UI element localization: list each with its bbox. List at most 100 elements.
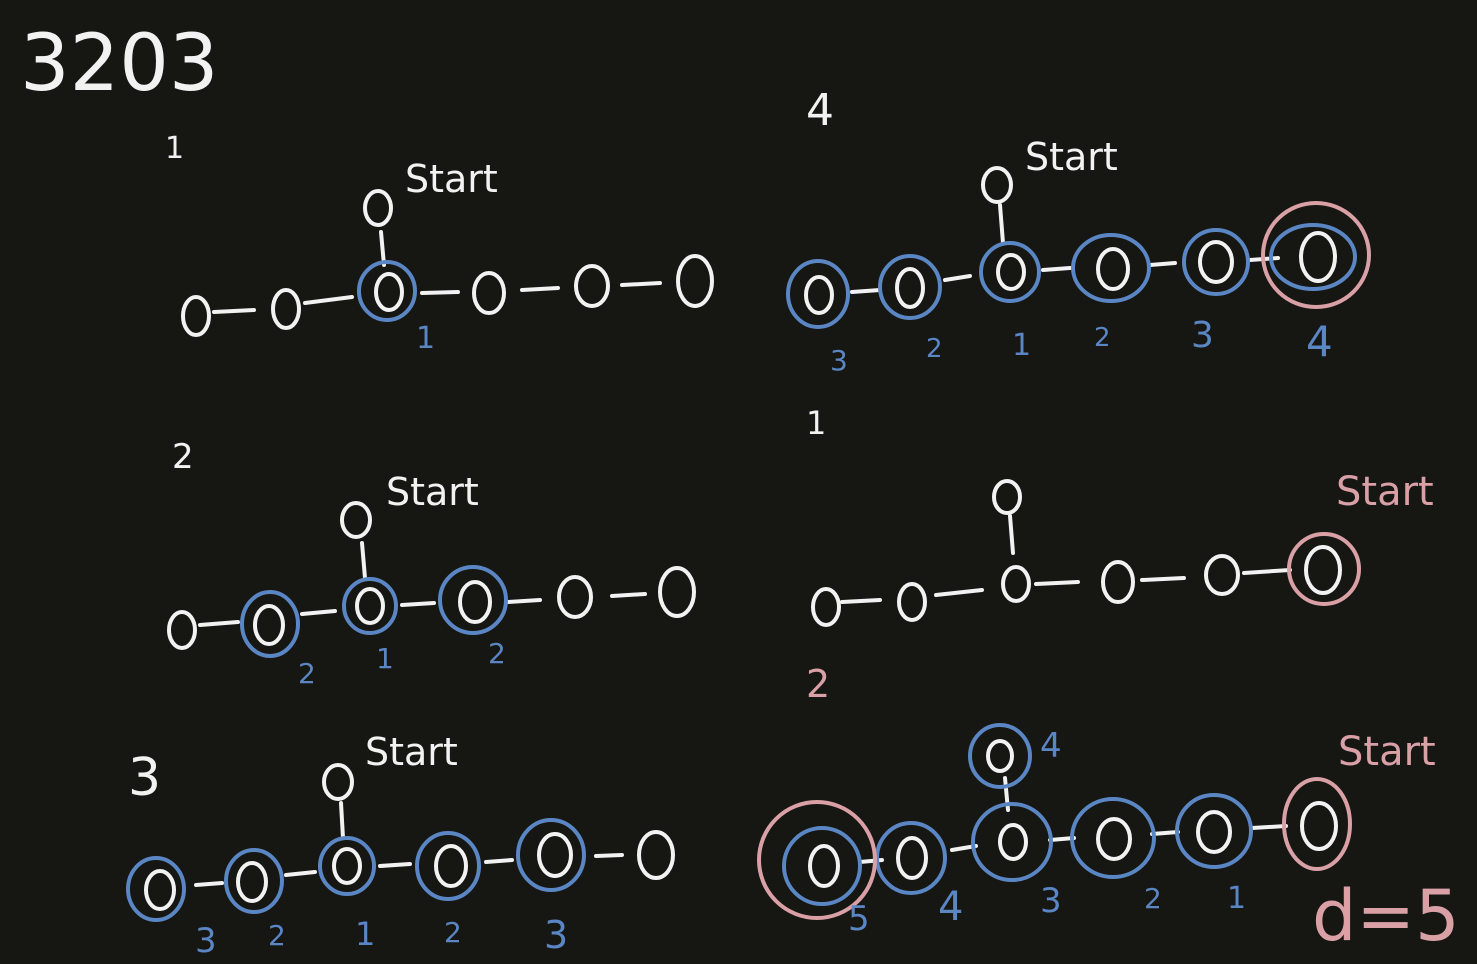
edge [198,620,240,627]
visited-ring [438,565,508,635]
visited-ring [1070,797,1156,879]
node [332,847,362,885]
diagram-4: 4 Start 3 2 1 2 3 4 [786,85,1371,377]
edge [379,230,386,267]
start-ring [1287,532,1361,606]
step-label: 2 [172,437,194,477]
diagram-6: 2 Start 4 5 4 3 2 1 d=5 [757,662,1460,957]
distance-label: 1 [416,321,435,356]
edge [594,853,624,858]
node [458,580,492,624]
diagram-2: 2 Start 2 1 2 [167,437,696,690]
node [998,823,1028,861]
edge [378,862,412,868]
edge [212,308,256,314]
node [996,253,1026,291]
visited-ring [240,590,300,658]
step-label: 4 [806,85,834,136]
edge [360,541,367,580]
edge [1048,836,1076,842]
node [271,288,301,330]
farthest-ring [757,800,877,920]
distance-label: 3 [830,344,848,377]
visited-ring [318,836,376,896]
node [253,604,285,646]
edge [506,598,542,604]
node [808,844,840,888]
node [676,254,714,308]
visited-ring [1182,228,1250,296]
page-title: 3203 [20,19,219,109]
step-label: 1 [165,131,184,166]
step-label: 1 [806,404,826,442]
node [1096,247,1130,291]
distance-label: 4 [1306,317,1333,366]
edge [420,290,460,295]
node [1096,817,1132,861]
visited-ring [875,821,947,895]
distance-label: 2 [1144,882,1162,915]
step-label: 3 [128,748,161,808]
edge [1250,824,1288,830]
visited-ring [782,826,862,906]
start-label: Start [1025,135,1118,179]
node [355,587,385,625]
start-node [981,166,1013,204]
node [1204,554,1240,596]
edge [1242,568,1292,575]
start-ring [1282,777,1352,871]
edge [400,601,436,607]
visited-ring [971,802,1053,882]
node [897,582,927,622]
edge [1150,830,1180,836]
node [181,295,211,337]
node [658,566,696,618]
edge [194,881,224,887]
visited-ring [1269,223,1357,291]
visited-ring [342,577,398,635]
start-node [363,189,393,227]
node [1196,810,1232,854]
distance-label: 2 [1094,323,1111,353]
edge [284,870,317,877]
visited-ring [126,856,186,922]
node [804,275,834,315]
distance-label: 2 [926,334,943,364]
start-node [322,763,354,801]
node [896,836,928,880]
visited-ring [415,831,481,901]
edge [1140,576,1186,582]
edge [303,295,354,305]
start-node [992,479,1022,515]
edge [850,288,882,294]
node [895,267,925,309]
start-label: Start [1338,729,1436,775]
node [811,587,841,627]
distance-label: 2 [268,919,286,952]
edge [520,286,560,292]
node [1001,565,1031,603]
start-label: Start [386,470,479,514]
edge [1008,514,1015,555]
node [1101,560,1135,604]
edge [484,858,514,864]
edge [998,203,1005,245]
node [374,272,404,312]
result-label: d=5 [1312,875,1460,957]
node [1300,801,1338,851]
distance-label: 2 [444,916,462,949]
node [557,575,593,619]
distance-label: 1 [355,915,375,953]
node [1299,231,1337,283]
edge [1034,580,1080,586]
distance-label: 2 [488,637,506,670]
diagram-3: 3 Start 3 2 1 2 3 [126,730,675,961]
visited-ring [979,241,1041,303]
node [574,264,610,308]
node [637,830,675,880]
visited-ring [968,723,1032,789]
distance-label: 3 [195,921,217,961]
distance-label: 2 [298,657,316,690]
start-node [986,739,1014,773]
visited-ring [1071,233,1151,303]
